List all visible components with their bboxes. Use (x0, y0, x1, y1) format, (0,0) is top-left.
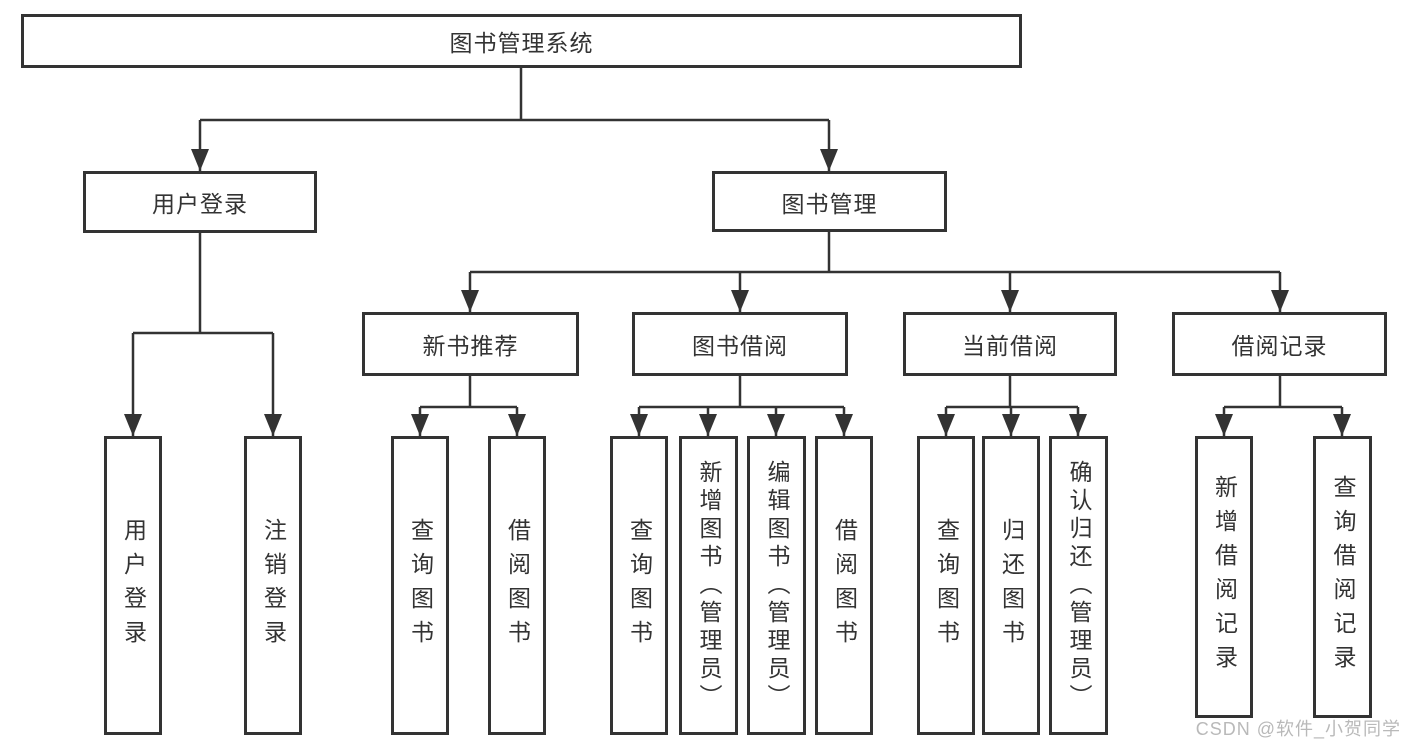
node-book-borrowing: 图书借阅 (632, 312, 848, 376)
leaf-query-books-recommend: 查询图书 (391, 436, 449, 735)
leaf-borrow-books-borrowing: 借阅图书 (815, 436, 873, 735)
leaf-logout-login: 注销登录 (244, 436, 302, 735)
leaf-query-books-recommend-label: 查询图书 (407, 517, 434, 654)
leaf-add-book-admin: 新增图书（管理员） (679, 436, 738, 735)
leaf-query-books-borrowing: 查询图书 (610, 436, 668, 735)
leaf-logout-login-label: 注销登录 (260, 517, 287, 654)
csdn-watermark: CSDN @软件_小贺同学 (1195, 719, 1401, 739)
leaf-borrow-books-recommend-label: 借阅图书 (504, 517, 531, 654)
node-library-management-system: 图书管理系统 (21, 14, 1022, 68)
leaf-return-books: 归还图书 (982, 436, 1040, 735)
leaf-add-borrow-record: 新增借阅记录 (1195, 436, 1253, 718)
leaf-edit-book-admin: 编辑图书（管理员） (747, 436, 806, 735)
leaf-query-books-borrowing-label: 查询图书 (626, 517, 653, 654)
leaf-query-books-current-label: 查询图书 (933, 517, 960, 654)
leaf-user-login: 用户登录 (104, 436, 162, 735)
leaf-return-books-label: 归还图书 (998, 517, 1025, 654)
node-current-borrowing: 当前借阅 (903, 312, 1117, 376)
leaf-edit-book-admin-label: 编辑图书（管理员） (764, 459, 790, 712)
node-borrowing-records: 借阅记录 (1172, 312, 1387, 376)
node-new-book-recommendation: 新书推荐 (362, 312, 579, 376)
leaf-borrow-books-recommend: 借阅图书 (488, 436, 546, 735)
leaf-confirm-return-admin-label: 确认归还（管理员） (1066, 459, 1092, 712)
leaf-query-borrow-record-label: 查询借阅记录 (1330, 475, 1356, 679)
leaf-borrow-books-borrowing-label: 借阅图书 (831, 517, 858, 654)
leaf-add-borrow-record-label: 新增借阅记录 (1211, 475, 1238, 679)
leaf-confirm-return-admin: 确认归还（管理员） (1049, 436, 1108, 735)
leaf-query-borrow-record: 查询借阅记录 (1313, 436, 1372, 718)
node-book-management: 图书管理 (712, 171, 947, 232)
node-user-login: 用户登录 (83, 171, 317, 233)
leaf-query-books-current: 查询图书 (917, 436, 975, 735)
leaf-user-login-label: 用户登录 (120, 517, 147, 654)
leaf-add-book-admin-label: 新增图书（管理员） (696, 459, 722, 712)
